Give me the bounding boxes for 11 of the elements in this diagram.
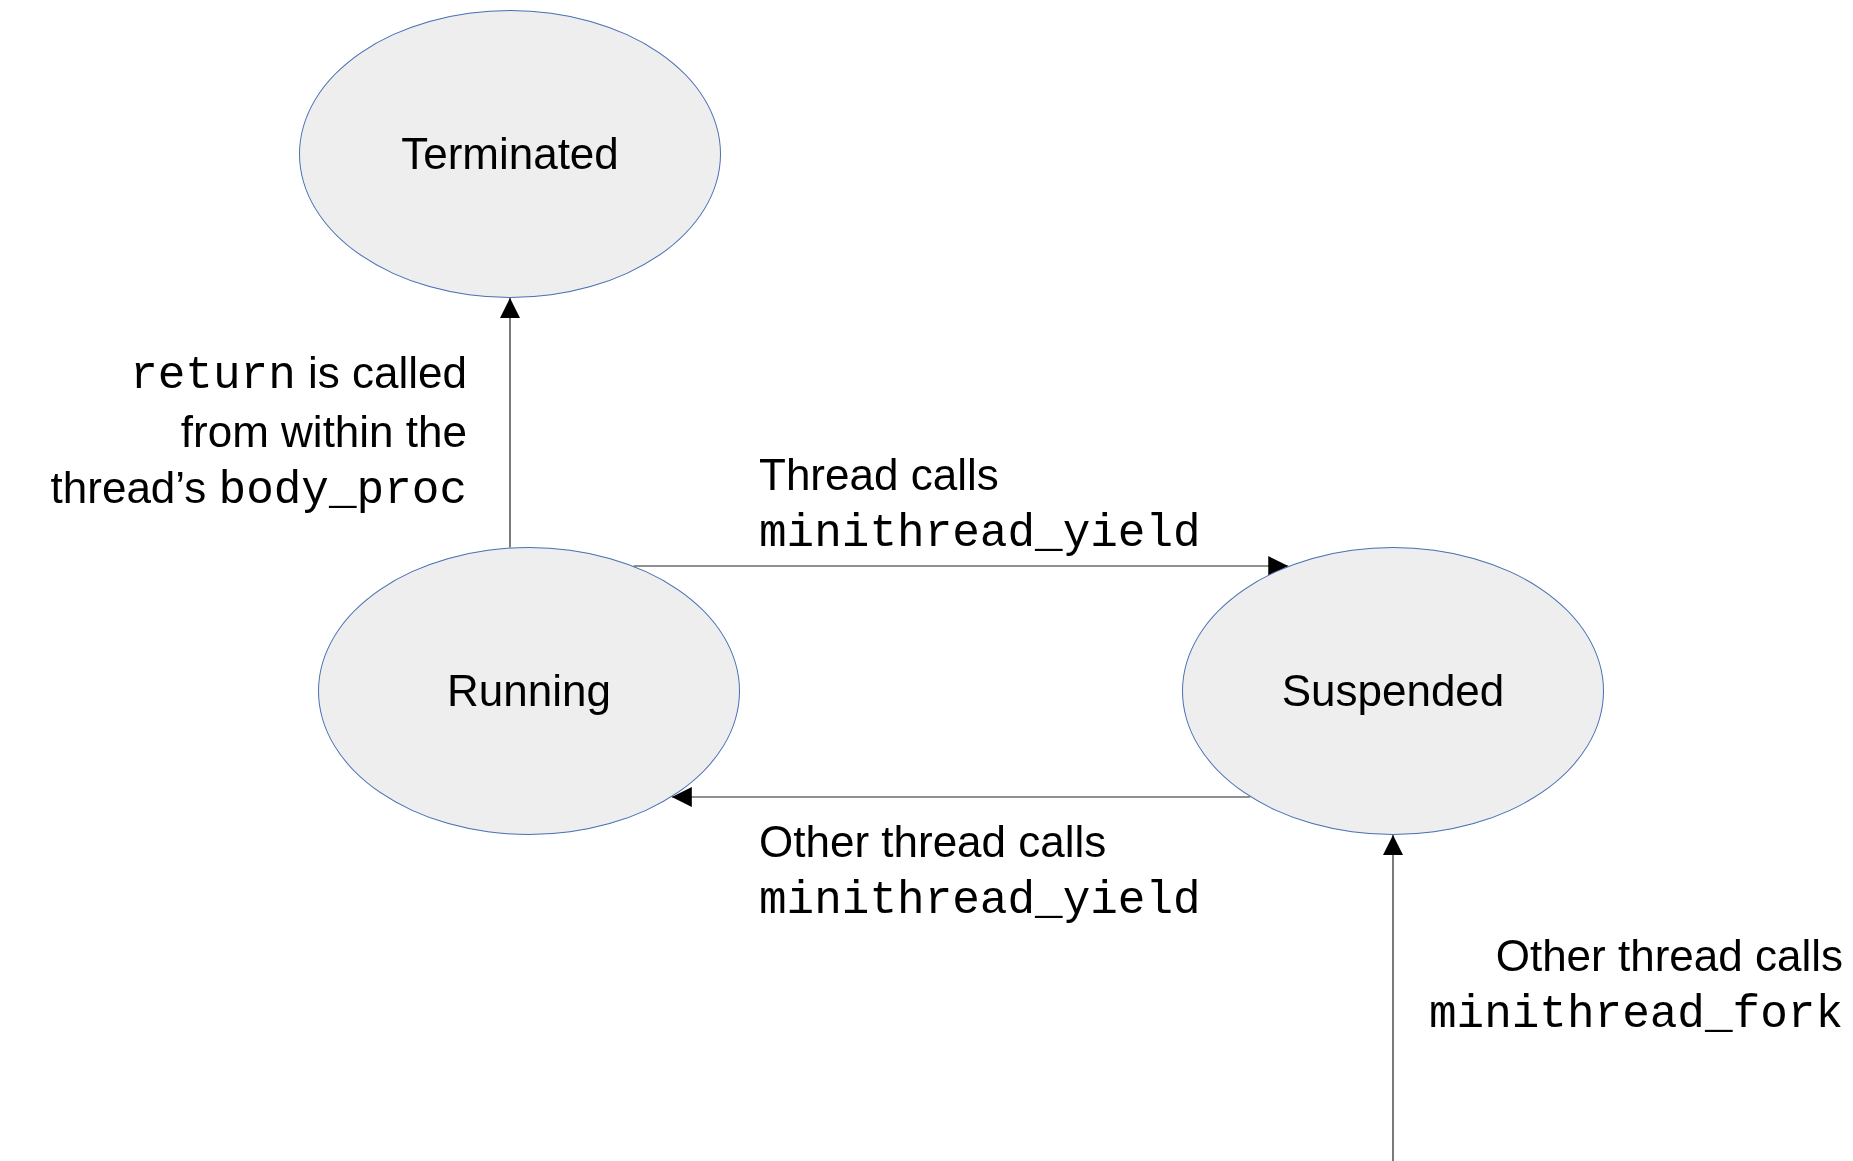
- arrow: [1383, 834, 1403, 1161]
- state-label: Running: [447, 666, 611, 716]
- arrow: [671, 787, 1251, 807]
- edge-label: Other thread calls minithread_fork: [1427, 930, 1843, 1043]
- state-label: Terminated: [401, 129, 619, 179]
- state-label: Suspended: [1281, 666, 1505, 716]
- arrow: [633, 556, 1289, 576]
- edge-label: return is called from within the thread’s body_proc: [49, 347, 467, 519]
- arrow: [500, 297, 520, 549]
- edge-label: Thread calls minithread_yield: [759, 449, 1202, 562]
- edge-label: Other thread calls minithread_yield: [759, 816, 1202, 929]
